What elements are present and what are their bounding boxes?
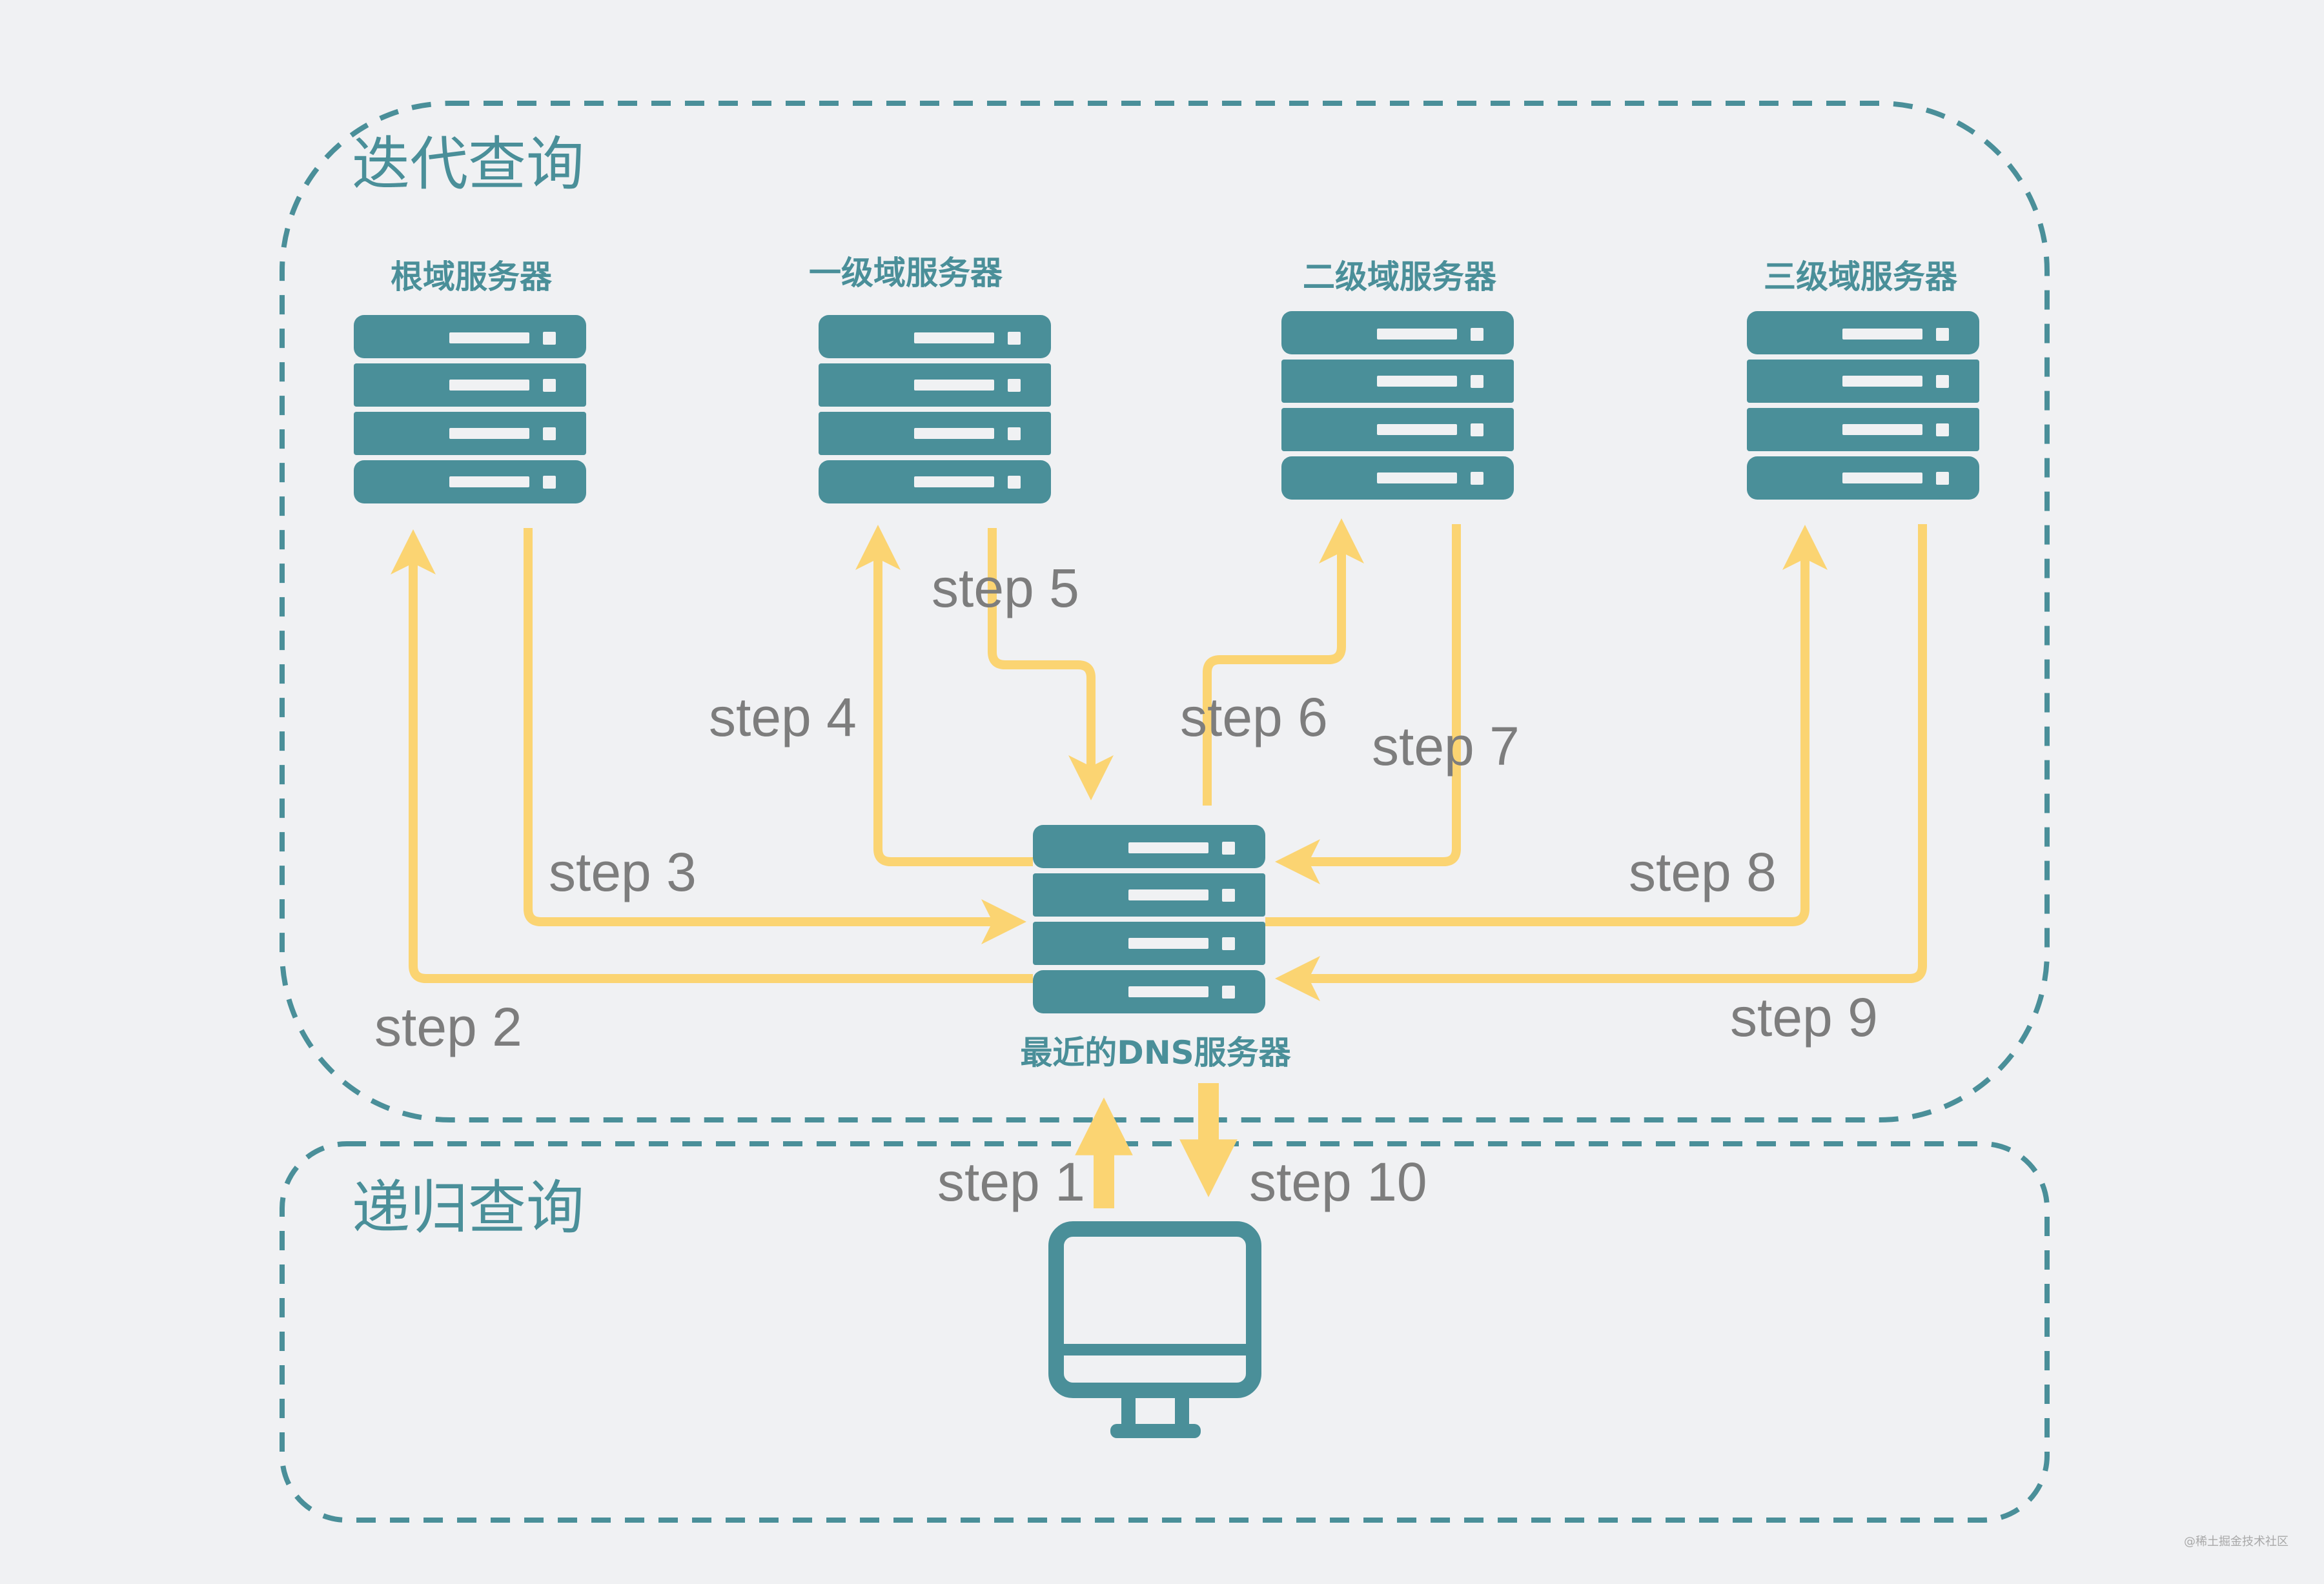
step-7-label: step 7 bbox=[1372, 716, 1520, 777]
third-server-icon bbox=[1747, 311, 1979, 500]
tld-server-label: 一级域服务器 bbox=[809, 254, 1003, 292]
iterative-region-label: 迭代查询 bbox=[352, 130, 584, 198]
arrow-step-6 bbox=[1203, 518, 1364, 806]
step-6-label: step 6 bbox=[1180, 687, 1328, 747]
step-9-label: step 9 bbox=[1730, 987, 1878, 1048]
step-1-label: step 1 bbox=[937, 1152, 1085, 1212]
third-server-label: 三级域服务器 bbox=[1764, 258, 1958, 296]
arrow-step-3 bbox=[524, 528, 1026, 944]
step-4-label: step 4 bbox=[709, 687, 857, 747]
watermark-text: @稀土掘金技术社区 bbox=[2184, 1535, 2288, 1548]
iterative-region-border bbox=[280, 101, 2050, 1122]
step-10-label: step 10 bbox=[1249, 1152, 1427, 1212]
recursive-region-border bbox=[280, 1141, 2050, 1523]
recursive-region-label: 递归查询 bbox=[352, 1174, 584, 1242]
arrow-step-5 bbox=[988, 528, 1114, 800]
second-server-icon bbox=[1281, 311, 1514, 500]
arrow-step-4 bbox=[855, 525, 1033, 866]
root-server-label: 根域服务器 bbox=[391, 258, 553, 296]
arrow-step-7 bbox=[1275, 524, 1461, 884]
second-server-label: 二级域服务器 bbox=[1303, 258, 1497, 296]
step-5-label: step 5 bbox=[932, 558, 1079, 618]
arrow-step-9 bbox=[1275, 524, 1927, 1001]
step-3-label: step 3 bbox=[549, 842, 697, 902]
step-2-label: step 2 bbox=[374, 997, 522, 1057]
local-server-label: 最近的DNS服务器 bbox=[1020, 1034, 1291, 1071]
step-8-label: step 8 bbox=[1629, 842, 1777, 902]
arrow-step-8 bbox=[1265, 525, 1828, 926]
client-computer-icon bbox=[1048, 1221, 1261, 1438]
root-server-icon bbox=[354, 315, 586, 503]
tld-server-icon bbox=[819, 315, 1051, 503]
arrow-step-2 bbox=[391, 529, 1033, 983]
local-dns-server-icon bbox=[1033, 825, 1265, 1013]
